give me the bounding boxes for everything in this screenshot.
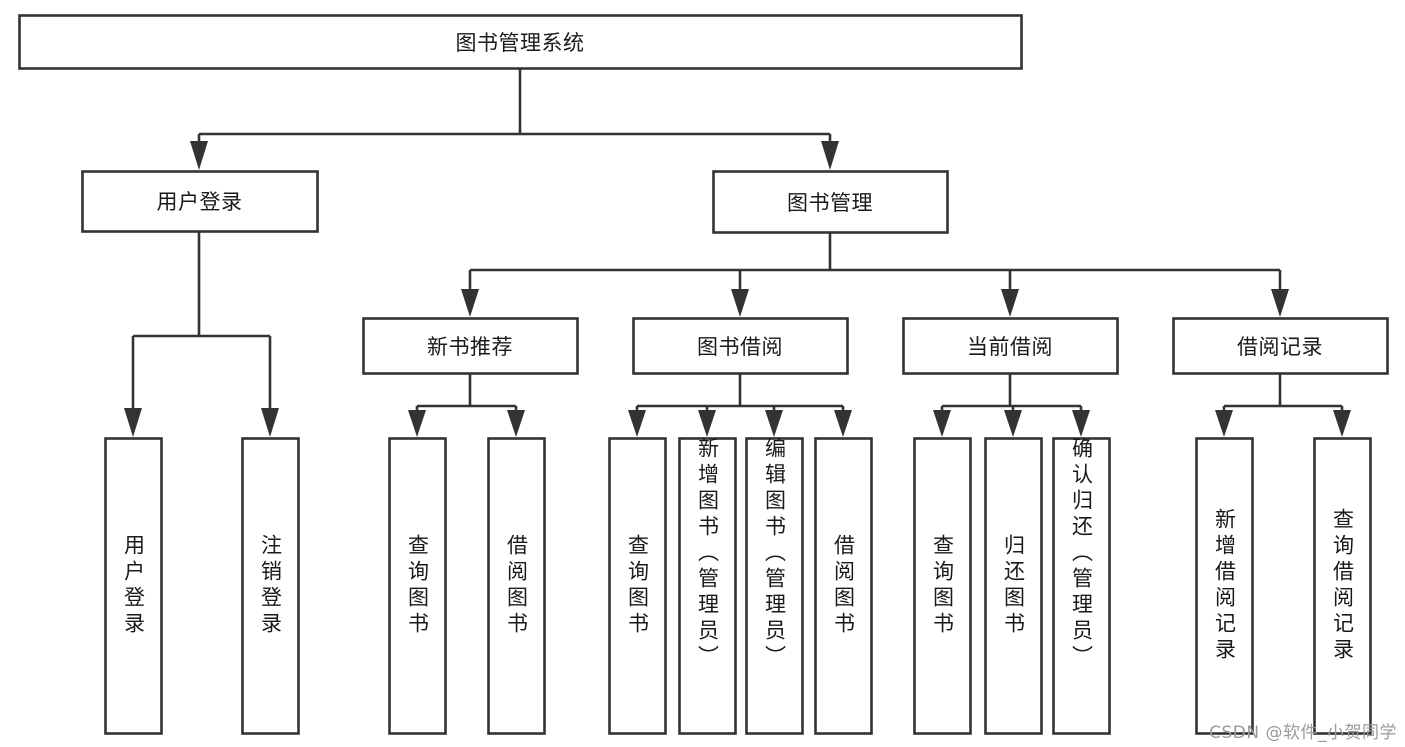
node-box-leaf-return-book[interactable] bbox=[984, 437, 1043, 735]
arrowhead-leaf-borrow-book-bor bbox=[834, 410, 852, 437]
node-box-leaf-query-book-rec[interactable] bbox=[388, 437, 447, 735]
node-box-leaf-borrow-book-bor[interactable] bbox=[814, 437, 873, 735]
arrowhead-leaf-query-book-cur bbox=[933, 410, 951, 437]
node-box-leaf-add-book[interactable] bbox=[678, 437, 737, 735]
arrowhead-current-borrow bbox=[1001, 289, 1019, 317]
node-box-leaf-edit-book[interactable] bbox=[745, 437, 804, 735]
arrowhead-leaf-user-login bbox=[124, 408, 142, 437]
node-box-leaf-borrow-book-rec[interactable] bbox=[487, 437, 546, 735]
node-box-new-book-rec[interactable] bbox=[362, 317, 579, 375]
arrowhead-leaf-confirm-return bbox=[1072, 410, 1090, 437]
arrowhead-leaf-query-book-rec bbox=[408, 410, 426, 437]
node-box-book-manage[interactable] bbox=[712, 170, 949, 234]
node-box-leaf-query-record[interactable] bbox=[1313, 437, 1372, 735]
node-box-leaf-query-book-bor[interactable] bbox=[608, 437, 667, 735]
node-box-leaf-user-login[interactable] bbox=[104, 437, 163, 735]
arrowhead-leaf-edit-book bbox=[765, 410, 783, 437]
node-box-leaf-add-record[interactable] bbox=[1195, 437, 1254, 735]
arrowhead-leaf-add-record bbox=[1215, 410, 1233, 437]
arrowhead-leaf-return-book bbox=[1004, 410, 1022, 437]
arrowhead-leaf-borrow-book-rec bbox=[507, 410, 525, 437]
node-box-current-borrow[interactable] bbox=[902, 317, 1119, 375]
arrowhead-leaf-query-record bbox=[1333, 410, 1351, 437]
node-box-leaf-confirm-return[interactable] bbox=[1052, 437, 1111, 735]
arrowhead-user-login bbox=[190, 141, 208, 170]
arrowhead-book-borrow bbox=[731, 289, 749, 317]
connectors bbox=[124, 69, 1351, 437]
arrowhead-leaf-query-book-bor bbox=[628, 410, 646, 437]
node-box-root[interactable] bbox=[18, 14, 1023, 70]
node-box-leaf-query-book-cur[interactable] bbox=[913, 437, 972, 735]
arrowhead-leaf-add-book bbox=[698, 410, 716, 437]
node-box-leaf-logout[interactable] bbox=[241, 437, 300, 735]
node-boxes bbox=[18, 14, 1389, 735]
arrowhead-leaf-logout bbox=[261, 408, 279, 437]
arrowhead-borrow-record bbox=[1271, 289, 1289, 317]
node-box-book-borrow[interactable] bbox=[632, 317, 849, 375]
arrowhead-book-manage bbox=[821, 141, 839, 170]
csdn-watermark: CSDN @软件_小贺同学 bbox=[1209, 723, 1397, 743]
node-box-user-login[interactable] bbox=[81, 170, 319, 233]
node-box-borrow-record[interactable] bbox=[1172, 317, 1389, 375]
arrowhead-new-book-rec bbox=[461, 289, 479, 317]
